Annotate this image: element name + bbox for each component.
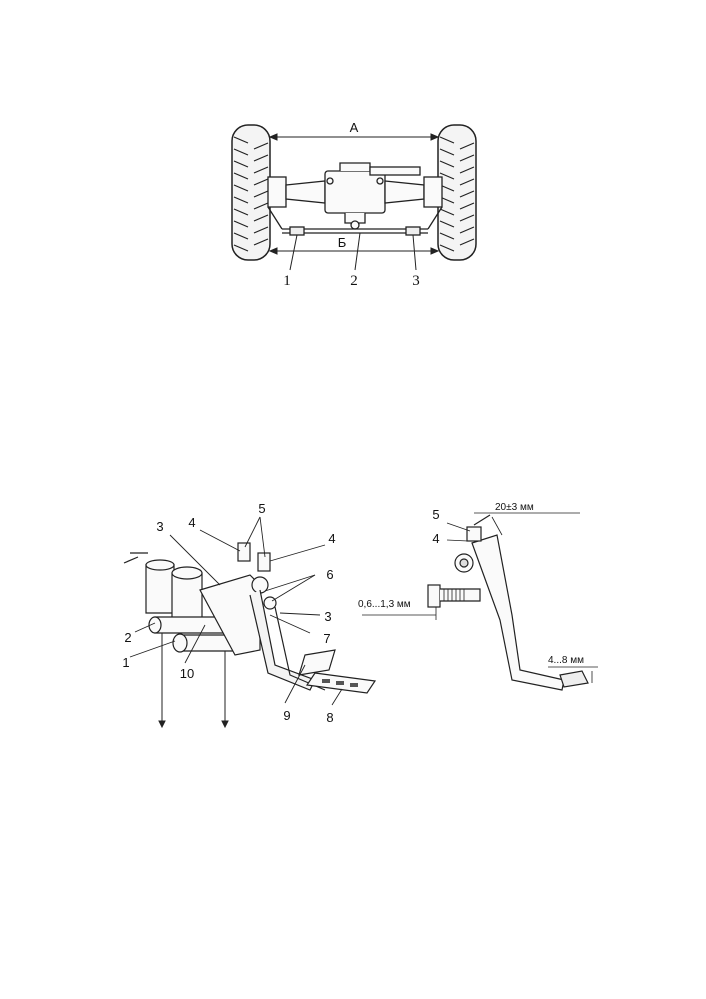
callout-4-right: 4 [328, 531, 335, 546]
tie-rod [267, 206, 443, 236]
dimension-a [268, 133, 440, 141]
brake-assembly-drawing [123, 542, 377, 694]
axle-housing [267, 162, 443, 230]
callout-4-left: 4 [188, 515, 195, 530]
callout-5: 5 [432, 507, 439, 522]
right-wheel [437, 124, 477, 261]
callout-7: 7 [323, 631, 330, 646]
callout-3-top: 3 [156, 519, 163, 534]
pedal-adjustment-diagram: 20±3 мм 0,6...1,3 мм 4...8 мм 5 4 [358, 502, 598, 691]
callout-6: 6 [326, 567, 333, 582]
dim-0-6-1-3mm: 0,6...1,3 мм [358, 599, 411, 610]
dim-20mm: 20±3 мм [495, 502, 534, 513]
callout-1: 1 [283, 273, 291, 289]
callout-5: 5 [258, 501, 265, 516]
callout-3-right: 3 [324, 609, 331, 624]
dim-4-8mm: 4...8 мм [548, 655, 584, 666]
callout-2: 2 [124, 630, 131, 645]
label-b: Б [338, 235, 347, 250]
callout-10: 10 [180, 666, 194, 681]
pedal-drawing [427, 514, 589, 691]
brake-assembly-diagram: 3 4 5 4 6 3 2 1 10 7 9 8 [122, 501, 377, 729]
callout-2: 2 [350, 273, 358, 289]
callout-8: 8 [326, 710, 333, 725]
label-a: А [350, 120, 359, 135]
dimension-b [268, 247, 440, 255]
callout-1: 1 [122, 655, 129, 670]
callout-4: 4 [432, 531, 439, 546]
callout-3: 3 [412, 273, 420, 289]
left-wheel [231, 124, 271, 261]
callout-9: 9 [283, 708, 290, 723]
axle-diagram: А Б 1 2 3 [231, 120, 477, 289]
